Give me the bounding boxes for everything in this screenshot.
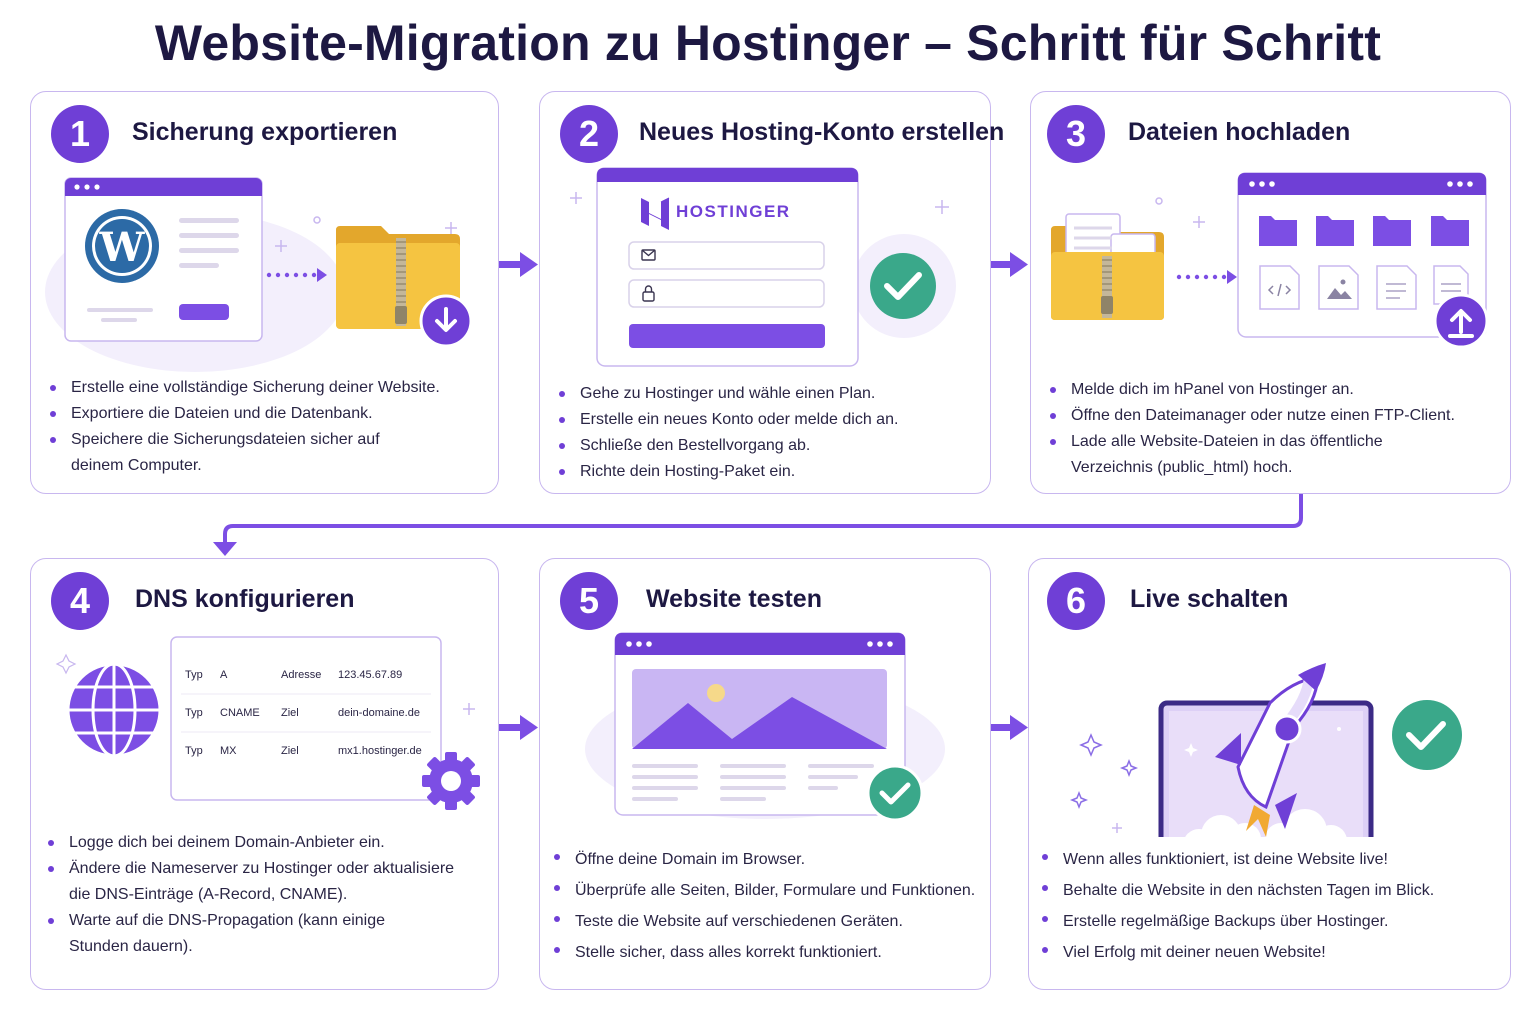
svg-text:W: W	[99, 224, 146, 271]
dns-type: MX	[220, 745, 237, 757]
bullet-item: Logge dich bei deinem Domain-Anbieter ei…	[47, 830, 477, 856]
bullet-item: Richte dein Hosting-Paket ein.	[558, 459, 978, 485]
step-card-1: 1 Sicherung exportieren	[30, 91, 499, 494]
step-card-2: 2 Neues Hosting-Konto erstellen HOSTINGE…	[539, 91, 1004, 494]
rocket-icon	[1215, 663, 1326, 837]
dns-value: mx1.hostinger.de	[338, 745, 422, 757]
bullet-item: Ändere die Nameserver zu Hostinger oder …	[47, 856, 469, 908]
backup-illustration: W	[45, 172, 485, 442]
download-icon	[419, 294, 473, 348]
bullet-item: Erstelle regelmäßige Backups über Hostin…	[1041, 906, 1501, 937]
dns-illustration: Typ A Adresse 123.45.67.89 Typ CNAME Zie…	[51, 635, 491, 815]
dns-label: Ziel	[281, 707, 299, 719]
zip-folder-icon	[1051, 213, 1164, 320]
step-bullets: Erstelle eine vollständige Sicherung dei…	[49, 375, 479, 479]
bullet-item: Teste die Website auf verschiedenen Gerä…	[553, 906, 993, 937]
image-placeholder	[632, 669, 887, 749]
bullet-item: Erstelle ein neues Konto oder melde dich…	[558, 407, 978, 433]
dns-label: Typ	[185, 669, 203, 681]
globe-icon	[66, 662, 162, 758]
dns-value: 123.45.67.89	[338, 669, 402, 681]
wordpress-logo: W	[85, 209, 159, 283]
step-number: 6	[1047, 572, 1105, 630]
bullet-item: Behalte die Website in den nächsten Tage…	[1041, 875, 1501, 906]
step-heading: Live schalten	[1130, 585, 1289, 613]
step-card-5: 5 Website testen	[539, 558, 991, 990]
step-card-4: 4 DNS konfigurieren Typ A Adresse 123.45…	[30, 558, 499, 990]
dns-type: A	[220, 669, 228, 681]
dns-label: Ziel	[281, 745, 299, 757]
bullet-item: Exportiere die Dateien und die Datenbank…	[49, 401, 479, 427]
step-bullets: Logge dich bei deinem Domain-Anbieter ei…	[47, 830, 477, 960]
folder-icon	[1259, 216, 1469, 246]
step-number: 5	[560, 572, 618, 630]
step-heading: Sicherung exportieren	[132, 118, 398, 146]
gear-icon	[422, 752, 480, 810]
bullet-item: Wenn alles funktioniert, ist deine Websi…	[1041, 844, 1501, 875]
image-file-icon	[1327, 279, 1352, 299]
step-card-3: 3 Dateien hochladen	[1030, 91, 1511, 494]
step-number: 4	[51, 572, 109, 630]
hostinger-logo	[641, 198, 669, 230]
step-bullets: Melde dich im hPanel von Hostinger an. Ö…	[1049, 377, 1499, 481]
signup-illustration: HOSTINGER	[560, 164, 980, 374]
step-number: 1	[51, 105, 109, 163]
bullet-item: Speichere die Sicherungsdateien sicher a…	[49, 427, 401, 479]
step-heading: DNS konfigurieren	[135, 585, 355, 613]
mail-icon	[641, 249, 656, 261]
step-number: 2	[560, 105, 618, 163]
upload-illustration	[1045, 168, 1505, 368]
lock-icon	[642, 285, 655, 302]
bullet-item: Viel Erfolg mit deiner neuen Website!	[1041, 937, 1501, 968]
step-heading: Website testen	[646, 585, 822, 613]
bullet-item: Erstelle eine vollständige Sicherung dei…	[49, 375, 479, 401]
testing-illustration	[580, 631, 960, 831]
bullet-item: Schließe den Bestellvorgang ab.	[558, 433, 978, 459]
page-title: Website-Migration zu Hostinger – Schritt…	[154, 15, 1382, 71]
step-number: 3	[1047, 105, 1105, 163]
dns-type: CNAME	[220, 707, 260, 719]
bullet-item: Stelle sicher, dass alles korrekt funkti…	[553, 937, 993, 968]
dns-label: Typ	[185, 707, 203, 719]
bullet-item: Lade alle Website-Dateien in das öffentl…	[1049, 429, 1431, 481]
bullet-item: Melde dich im hPanel von Hostinger an.	[1049, 377, 1499, 403]
launch-illustration	[1069, 617, 1499, 837]
bullet-item: Gehe zu Hostinger und wähle einen Plan.	[558, 381, 978, 407]
text-file-icon	[1386, 283, 1461, 299]
step-heading: Dateien hochladen	[1128, 118, 1351, 146]
step-bullets: Öffne deine Domain im Browser. Überprüfe…	[553, 844, 993, 968]
check-icon	[1392, 700, 1462, 770]
code-file-icon	[1267, 283, 1292, 297]
check-icon	[870, 253, 936, 319]
bullet-item: Überprüfe alle Seiten, Bilder, Formulare…	[553, 875, 993, 906]
step-bullets: Gehe zu Hostinger und wähle einen Plan. …	[558, 381, 978, 485]
bullet-item: Öffne deine Domain im Browser.	[553, 844, 993, 875]
brand-name: HOSTINGER	[676, 202, 791, 221]
step-heading: Neues Hosting-Konto erstellen	[639, 118, 1005, 146]
dns-value: dein-domaine.de	[338, 707, 420, 719]
step-card-6: 6 Live schalten	[1028, 558, 1511, 990]
bullet-item: Warte auf die DNS-Propagation (kann eini…	[47, 908, 449, 960]
bullet-item: Öffne den Dateimanager oder nutze einen …	[1049, 403, 1499, 429]
dns-label: Typ	[185, 745, 203, 757]
dns-label: Adresse	[281, 669, 321, 681]
step-bullets: Wenn alles funktioniert, ist deine Websi…	[1041, 844, 1501, 968]
upload-icon	[1433, 293, 1489, 349]
check-icon	[866, 764, 924, 822]
